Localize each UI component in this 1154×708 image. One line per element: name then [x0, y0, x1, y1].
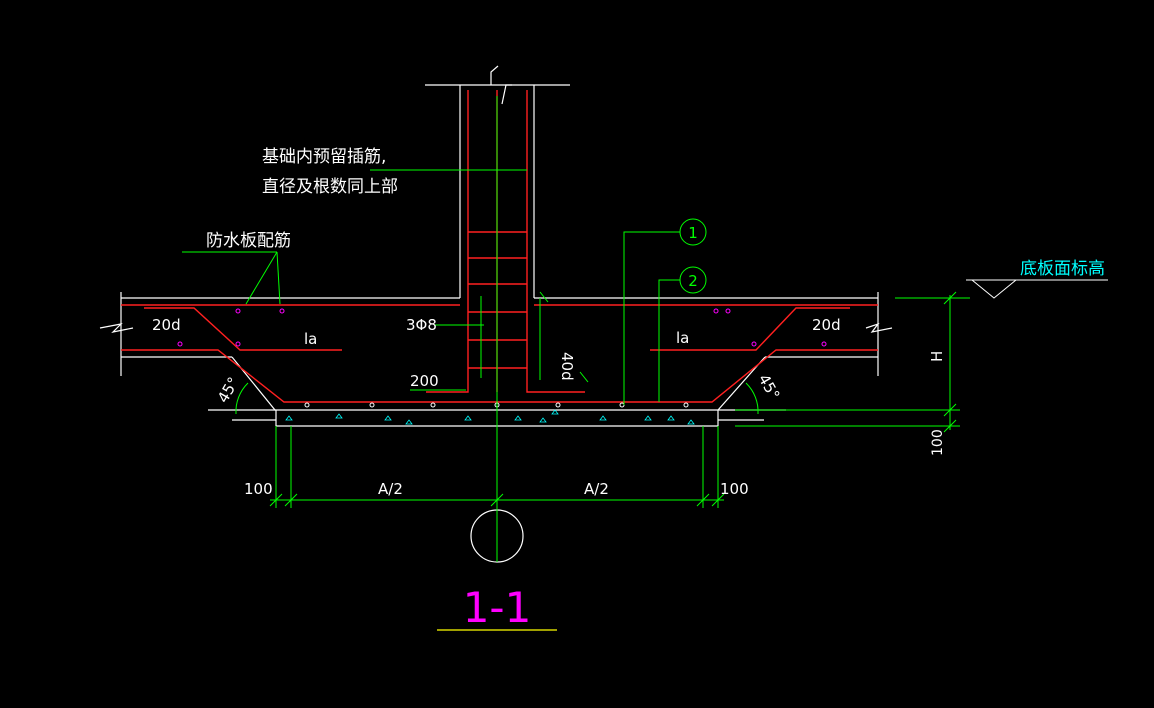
dimension-lines	[182, 96, 970, 562]
dowel-left	[426, 90, 469, 393]
waterproof-rebar-label: 防水板配筋	[206, 231, 291, 251]
bar-dot	[235, 341, 241, 347]
right-offset-label: 100	[720, 480, 749, 498]
bottom-bar-left	[144, 307, 342, 351]
bar-dot	[369, 402, 375, 408]
aggregate-mark	[464, 415, 472, 421]
half-width-right-label: A/2	[584, 480, 609, 498]
aggregate-mark	[285, 415, 293, 421]
h-tick-bottom	[943, 419, 957, 433]
waterproof-leader-1	[245, 251, 278, 305]
anchor-tick-top	[539, 291, 549, 303]
stirrup-label: 3Φ8	[406, 316, 437, 334]
aggregate-mark	[599, 415, 607, 421]
hook-length-label: 200	[410, 372, 439, 390]
la-right-label: la	[676, 329, 689, 347]
dowel-note-line2: 直径及根数同上部	[262, 177, 398, 197]
callout-2-number: 2	[688, 272, 698, 290]
anchor-right-label: 20d	[812, 316, 841, 334]
bar-dot	[725, 308, 731, 314]
left-offset-label: 100	[244, 480, 273, 498]
callout-1-circle	[679, 218, 707, 246]
aggregate-mark	[514, 415, 522, 421]
angle-arc-left	[235, 382, 249, 415]
callout-1-number: 1	[688, 224, 698, 242]
elevation-triangle	[971, 279, 1017, 299]
waterproof-leader-2	[276, 251, 281, 305]
aggregate-mark	[644, 415, 652, 421]
height-label: H	[928, 351, 946, 362]
aggregate-mark	[335, 413, 343, 419]
column-break-left	[490, 65, 499, 85]
callout-2-circle	[679, 266, 707, 294]
column-break-right	[501, 84, 512, 105]
aggregate-mark	[539, 417, 547, 423]
break-mark-left	[99, 323, 134, 333]
callout-2-leader	[658, 279, 680, 402]
h-tick-top	[943, 291, 957, 305]
elevation-label: 底板面标高	[1020, 259, 1105, 279]
annotation-text: 基础内预留插筋, 直径及根数同上部 防水板配筋 20d 20d la la 3Φ…	[152, 147, 946, 498]
break-mark-right	[865, 322, 893, 333]
anchor-40d-label: 40d	[558, 352, 576, 381]
w-tick-1	[269, 493, 283, 507]
bar-dot	[751, 341, 757, 347]
aggregate-mark	[551, 409, 559, 415]
half-width-left-label: A/2	[378, 480, 403, 498]
w-tick-2	[284, 493, 298, 507]
aggregate-mark	[405, 419, 413, 425]
callout-1-leader	[623, 231, 680, 405]
elevation-marker	[966, 279, 1108, 299]
bar-dot	[555, 402, 561, 408]
h-tick-mid	[943, 403, 957, 417]
dowel-right	[526, 90, 585, 393]
anchor-tick-bottom	[579, 371, 589, 383]
blinding-thickness-label: 100	[930, 429, 946, 456]
bar-dot	[235, 308, 241, 314]
aggregate-mark	[384, 415, 392, 421]
blinding-aggregate	[285, 409, 695, 425]
angle-arc-right	[745, 382, 759, 415]
bottom-bar-right	[650, 307, 850, 351]
anchor-left-label: 20d	[152, 316, 181, 334]
bar-dot	[177, 341, 183, 347]
bar-dot	[683, 402, 689, 408]
aggregate-mark	[687, 419, 695, 425]
bar-dot	[821, 341, 827, 347]
bar-dot	[713, 308, 719, 314]
aggregate-mark	[667, 415, 675, 421]
la-left-label: la	[304, 330, 317, 348]
footing-bottom-bar	[121, 349, 878, 403]
w-tick-3	[490, 493, 504, 507]
bar-dot	[430, 402, 436, 408]
bar-dot	[304, 402, 310, 408]
bar-dot	[279, 308, 285, 314]
w-tick-5	[711, 493, 725, 507]
w-tick-4	[696, 493, 710, 507]
section-title: 1-1	[463, 583, 532, 632]
dowel-note-line1: 基础内预留插筋,	[262, 147, 386, 167]
rebar-dots	[177, 308, 827, 347]
